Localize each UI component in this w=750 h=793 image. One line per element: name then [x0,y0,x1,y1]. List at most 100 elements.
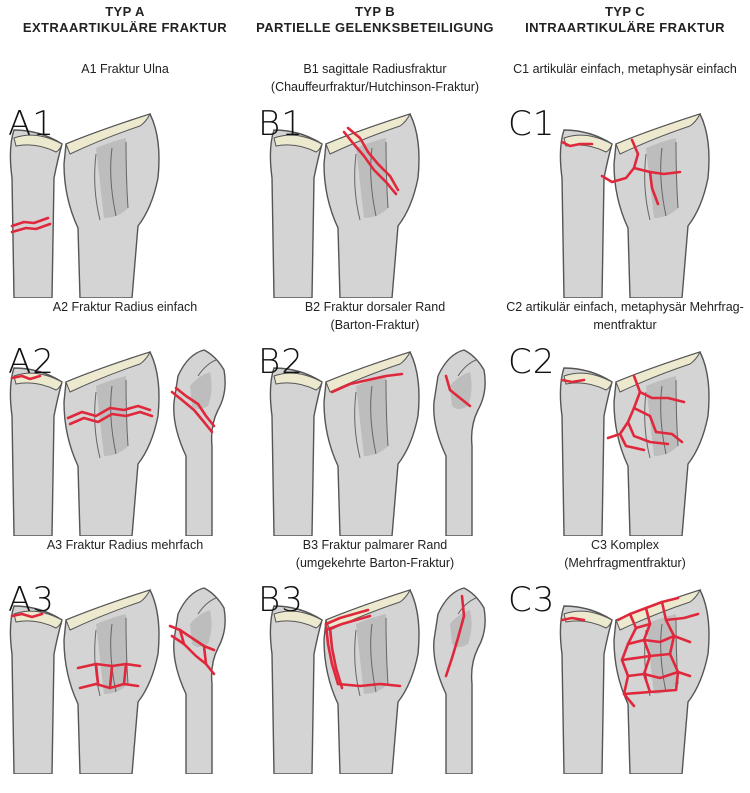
caption-line: (Mehrfragmentfraktur) [564,556,686,570]
caption-line: C1 artikulär einfach, metaphysär einfach [513,62,737,76]
bone-illustration-a3 [9,587,226,774]
caption-line: B1 sagittale Radiusfraktur [303,62,447,76]
caption-line: B3 Fraktur palmarer Rand [302,538,448,552]
classification-cell-c3: C3 Komplex (Mehrfragmentfraktur) C3 [500,536,750,776]
classification-cell-c1: C1 artikulär einfach, metaphysär einfach… [500,60,750,300]
fracture-line [94,662,100,686]
fracture-line [66,404,152,420]
classification-cell-a3: A3 Fraktur Radius mehrfach A3 [0,536,250,776]
fracture-line [10,612,44,619]
classification-cell-a2: A2 Fraktur Radius einfach A2 [0,298,250,538]
fracture-line [346,126,400,192]
caption-line: C3 Komplex [590,538,660,552]
caption-line: mentfraktur [593,318,657,332]
fracture-line [560,140,594,148]
caption-line: (Chauffeurfraktur/Hutchinson-Fraktur) [270,80,480,94]
caption-line: (Barton-Fraktur) [330,318,420,332]
fracture-line [122,662,128,686]
fracture-line [10,374,42,381]
fracture-line [606,374,642,440]
classification-cell-a1: A1 Fraktur Ulna A1 [0,60,250,300]
fracture-code-label: A1 [8,104,55,144]
bone-illustration-b1 [269,113,420,298]
cell-caption: A3 Fraktur Radius mehrfach [5,536,245,554]
fracture-line [622,688,678,696]
fracture-line [10,216,50,228]
classification-cell-b2: B2 Fraktur dorsaler Rand (Barton-Fraktur… [250,298,500,538]
fracture-code-label: C3 [508,580,556,620]
fracture-line [324,608,370,626]
cell-caption: A2 Fraktur Radius einfach [5,298,245,316]
column-title-label: INTRAARTIKULÄRE FRAKTUR [525,20,725,35]
fracture-line [330,372,404,394]
fracture-code-label: B1 [258,104,304,144]
cell-caption: B3 Fraktur palmarer Rand (umgekehrte Bar… [255,536,495,572]
caption-line: (umgekehrte Barton-Fraktur) [295,556,455,570]
fracture-line [178,628,186,646]
fracture-line [634,622,652,630]
fracture-line [342,130,398,196]
column-header-a: TYP A EXTRAARTIKULÄRE FRAKTUR [0,4,250,36]
fracture-line [170,390,214,434]
column-type-label: TYP B [354,4,396,19]
column-header-c: TYP C INTRAARTIKULÄRE FRAKTUR [500,4,750,36]
fracture-line [324,614,372,632]
bone-illustration-c2 [559,351,710,536]
fracture-line [324,622,340,686]
fracture-line [444,594,466,678]
fracture-line [68,410,154,426]
fracture-line [648,170,660,206]
column-title-label: EXTRAARTIKULÄRE FRAKTUR [22,20,228,35]
fracture-line [620,652,672,662]
fracture-line [638,390,686,404]
bone-illustration-a2 [9,349,226,536]
fracture-code-label: A3 [8,580,55,620]
fracture-line [600,138,640,184]
fracture-line [560,378,586,384]
classification-cell-b1: B1 sagittale Radiusfraktur (Chauffeurfra… [250,60,500,300]
fracture-line [626,634,692,646]
fracture-line [170,634,216,676]
fracture-line [626,670,692,680]
column-type-label: TYP A [105,4,145,19]
cell-caption: A1 Fraktur Ulna [5,60,245,78]
classification-cell-c2: C2 artikulär einfach, metaphysär Mehrfra… [500,298,750,538]
column-title-label: PARTIELLE GELENKSBETEILIGUNG [256,20,494,35]
classification-cell-b3: B3 Fraktur palmarer Rand (umgekehrte Bar… [250,536,500,776]
bone-illustration-b2 [269,349,486,536]
fracture-line [328,626,344,690]
cell-caption: B1 sagittale Radiusfraktur (Chauffeurfra… [255,60,495,96]
column-header-b: TYP B PARTIELLE GELENKSBETEILIGUNG [250,4,500,36]
fracture-line [664,612,700,622]
fracture-line [108,664,114,690]
fracture-line [618,432,646,452]
fracture-line [202,644,208,666]
fracture-line [336,682,402,688]
cell-caption: C2 artikulär einfach, metaphysär Mehrfra… [505,298,745,334]
fracture-line [660,600,680,692]
fracture-code-label: B3 [258,580,304,620]
cell-caption: B2 Fraktur dorsaler Rand (Barton-Fraktur… [255,298,495,334]
caption-line: B2 Fraktur dorsaler Rand [304,300,446,314]
fracture-line [10,222,52,234]
fracture-line [632,406,684,444]
fracture-line [632,166,682,176]
bone-illustration-c3 [559,589,710,774]
fracture-line [174,386,216,428]
caption-line: A1 Fraktur Ulna [81,62,169,76]
column-type-label: TYP C [604,4,646,19]
bone-illustration-a1 [9,113,160,298]
fracture-line [444,374,472,408]
caption-line: A3 Fraktur Radius mehrfach [46,538,204,552]
fracture-line [560,616,586,622]
fracture-code-label: B2 [258,342,304,382]
caption-line: C2 artikulär einfach, metaphysär Mehrfra… [506,300,744,314]
caption-line: A2 Fraktur Radius einfach [52,300,198,314]
fracture-code-label: A2 [8,342,55,382]
bone-illustration-b3 [269,587,486,774]
fracture-code-label: C1 [508,104,556,144]
bone-illustration-c1 [559,113,710,298]
fracture-code-label: C2 [508,342,556,382]
cell-caption: C3 Komplex (Mehrfragmentfraktur) [505,536,745,572]
cell-caption: C1 artikulär einfach, metaphysär einfach [505,60,745,78]
